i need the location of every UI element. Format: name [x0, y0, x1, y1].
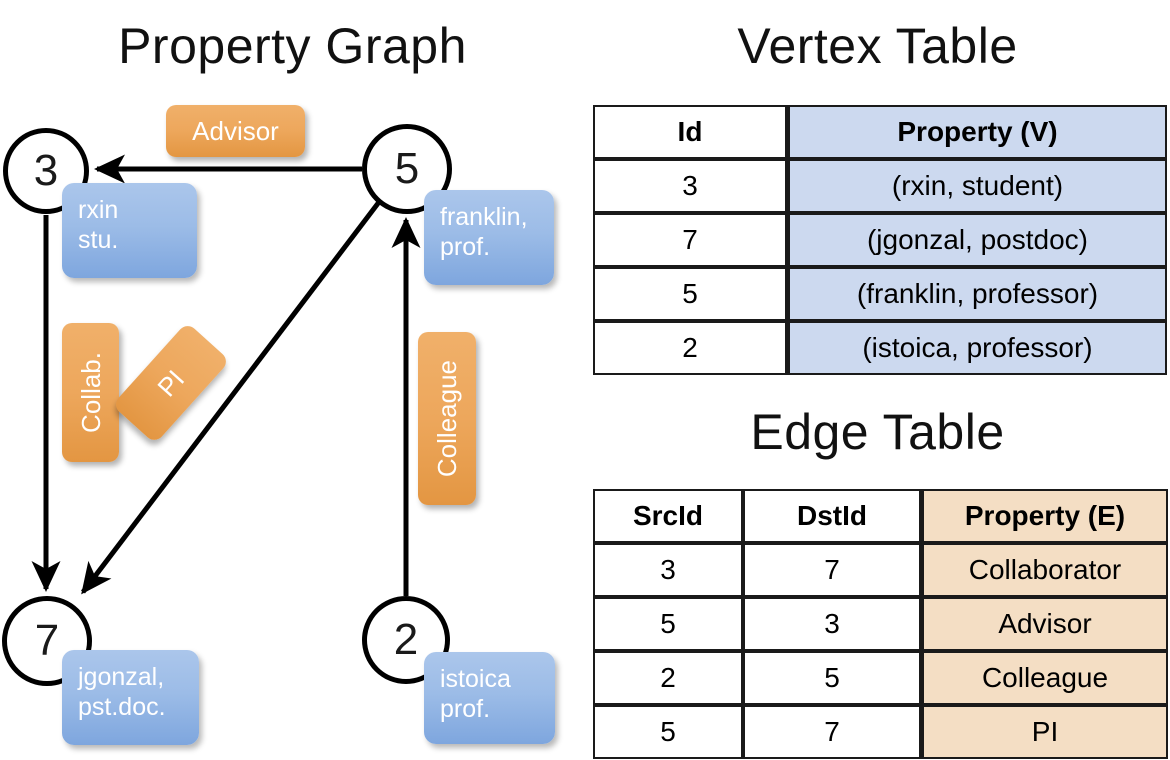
edge-label-colleague-text: Colleague — [432, 359, 462, 478]
edge-cell-srcid: 2 — [593, 651, 743, 705]
vertex-property-box-jgonzal-line1: jgonzal, — [78, 663, 165, 691]
table-row: 5 7 PI — [593, 705, 1168, 759]
vertex-property-box-istoica-line2: prof. — [440, 695, 491, 723]
vertex-table-col-property: Property (V) — [787, 105, 1167, 159]
vertex-property-box-franklin-line1: franklin, — [440, 203, 528, 231]
graph-node-7-label: 7 — [34, 616, 60, 665]
edge-cell-dstid: 5 — [743, 651, 921, 705]
edge-label-pi-text: PI — [151, 363, 191, 403]
vertex-cell-property: (franklin, professor) — [787, 267, 1167, 321]
edge-cell-property: Colleague — [921, 651, 1168, 705]
edge-cell-srcid: 5 — [593, 705, 743, 759]
graph-node-3-label: 3 — [33, 146, 59, 195]
edge-label-collab: Collab. — [62, 323, 119, 462]
vertex-property-box-istoica-line1: istoica — [440, 665, 511, 693]
edge-table: SrcId DstId Property (E) 3 7 Collaborato… — [593, 489, 1168, 759]
vertex-cell-id: 7 — [593, 213, 787, 267]
edge-cell-property: Advisor — [921, 597, 1168, 651]
edge-label-colleague: Colleague — [418, 332, 476, 505]
edge-cell-srcid: 5 — [593, 597, 743, 651]
vertex-cell-id: 5 — [593, 267, 787, 321]
graph-node-2[interactable]: 2 — [362, 596, 450, 684]
vertex-cell-id: 3 — [593, 159, 787, 213]
table-row: 2 (istoica, professor) — [593, 321, 1167, 375]
vertex-property-box-franklin: franklin, prof. — [424, 190, 554, 285]
edge-cell-srcid: 3 — [593, 543, 743, 597]
graph-node-5[interactable]: 5 — [362, 124, 452, 214]
edge-cell-dstid: 7 — [743, 705, 921, 759]
edge-label-collab-text: Collab. — [75, 352, 106, 433]
edge-arrow-5-to-7 — [81, 200, 381, 595]
table-row: 3 7 Collaborator — [593, 543, 1168, 597]
vertex-cell-property: (jgonzal, postdoc) — [787, 213, 1167, 267]
table-row: 7 (jgonzal, postdoc) — [593, 213, 1167, 267]
table-row: 5 (franklin, professor) — [593, 267, 1167, 321]
edge-table-col-srcid: SrcId — [593, 489, 743, 543]
edge-cell-dstid: 7 — [743, 543, 921, 597]
edge-cell-property: PI — [921, 705, 1168, 759]
edge-table-header-row: SrcId DstId Property (E) — [593, 489, 1168, 543]
vertex-cell-property: (istoica, professor) — [787, 321, 1167, 375]
edge-table-col-property: Property (E) — [921, 489, 1168, 543]
edge-label-advisor: Advisor — [166, 105, 305, 157]
edge-cell-dstid: 3 — [743, 597, 921, 651]
edge-label-advisor-text: Advisor — [192, 116, 279, 146]
vertex-property-box-jgonzal: jgonzal, pst.doc. — [62, 650, 199, 745]
vertex-table: Id Property (V) 3 (rxin, student) 7 (jgo… — [593, 105, 1167, 375]
graph-node-5-label: 5 — [394, 144, 420, 193]
graph-edge-arrows — [31, 154, 421, 596]
property-graph-diagram: 3 5 7 2 rxin stu. franklin, prof. jgonza… — [2, 105, 555, 745]
vertex-property-box-franklin-line2: prof. — [440, 233, 491, 261]
graph-node-2-label: 2 — [393, 615, 419, 664]
vertex-property-box-jgonzal-line2: pst.doc. — [78, 693, 166, 721]
vertex-property-box-rxin-line2: stu. — [78, 226, 119, 254]
vertex-property-box-istoica: istoica prof. — [424, 652, 555, 744]
page-title-property-graph: Property Graph — [118, 18, 467, 74]
table-row: 5 3 Advisor — [593, 597, 1168, 651]
vertex-table-col-id: Id — [593, 105, 787, 159]
vertex-table-header-row: Id Property (V) — [593, 105, 1167, 159]
table-row: 3 (rxin, student) — [593, 159, 1167, 213]
vertex-property-box-rxin: rxin stu. — [62, 183, 197, 278]
edge-cell-property: Collaborator — [921, 543, 1168, 597]
vertex-cell-id: 2 — [593, 321, 787, 375]
vertex-cell-property: (rxin, student) — [787, 159, 1167, 213]
edge-table-col-dstid: DstId — [743, 489, 921, 543]
vertex-property-box-rxin-line1: rxin — [78, 196, 119, 224]
page-title-edge-table: Edge Table — [750, 404, 1005, 460]
page-title-vertex-table: Vertex Table — [737, 18, 1018, 74]
table-row: 2 5 Colleague — [593, 651, 1168, 705]
